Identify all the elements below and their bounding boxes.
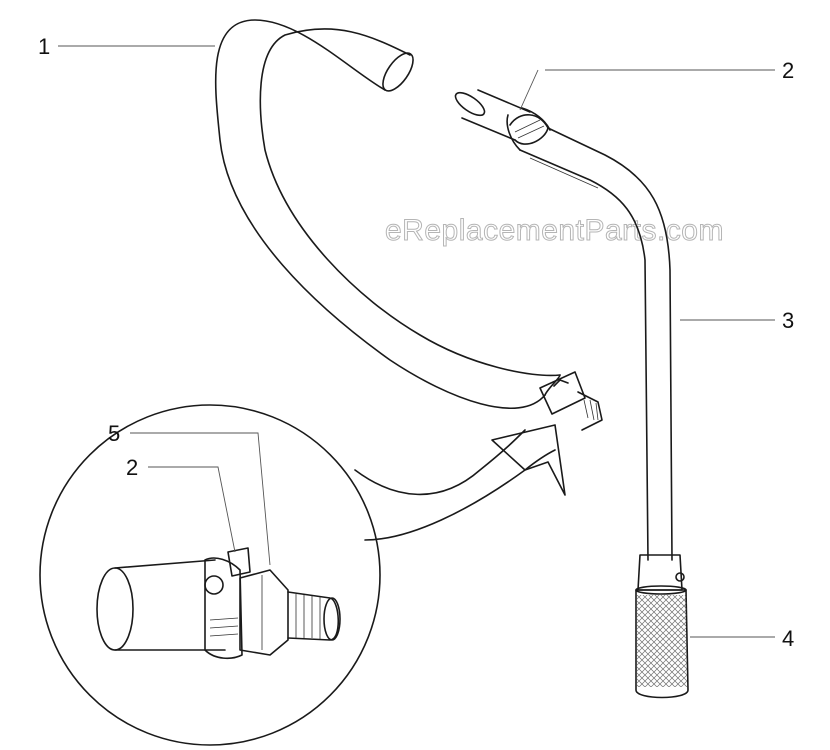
tube-part-3 xyxy=(519,127,673,561)
watermark: eReplacementParts.com xyxy=(385,214,724,247)
detail-circle xyxy=(39,404,566,746)
callout-clamp: 2 xyxy=(782,58,794,83)
hose-fitting xyxy=(539,371,603,431)
hose-part-1 xyxy=(214,19,561,409)
leader-lines xyxy=(58,45,775,638)
detail-fitting xyxy=(96,547,341,660)
clamp-part-2 xyxy=(454,89,551,151)
callout-clamp-detail: 2 xyxy=(126,455,138,480)
callout-filter: 4 xyxy=(782,626,794,651)
callout-hose: 1 xyxy=(38,34,50,59)
callout-tube: 3 xyxy=(782,308,794,333)
filter-part-4 xyxy=(635,554,689,699)
callout-fitting-detail: 5 xyxy=(108,421,120,446)
